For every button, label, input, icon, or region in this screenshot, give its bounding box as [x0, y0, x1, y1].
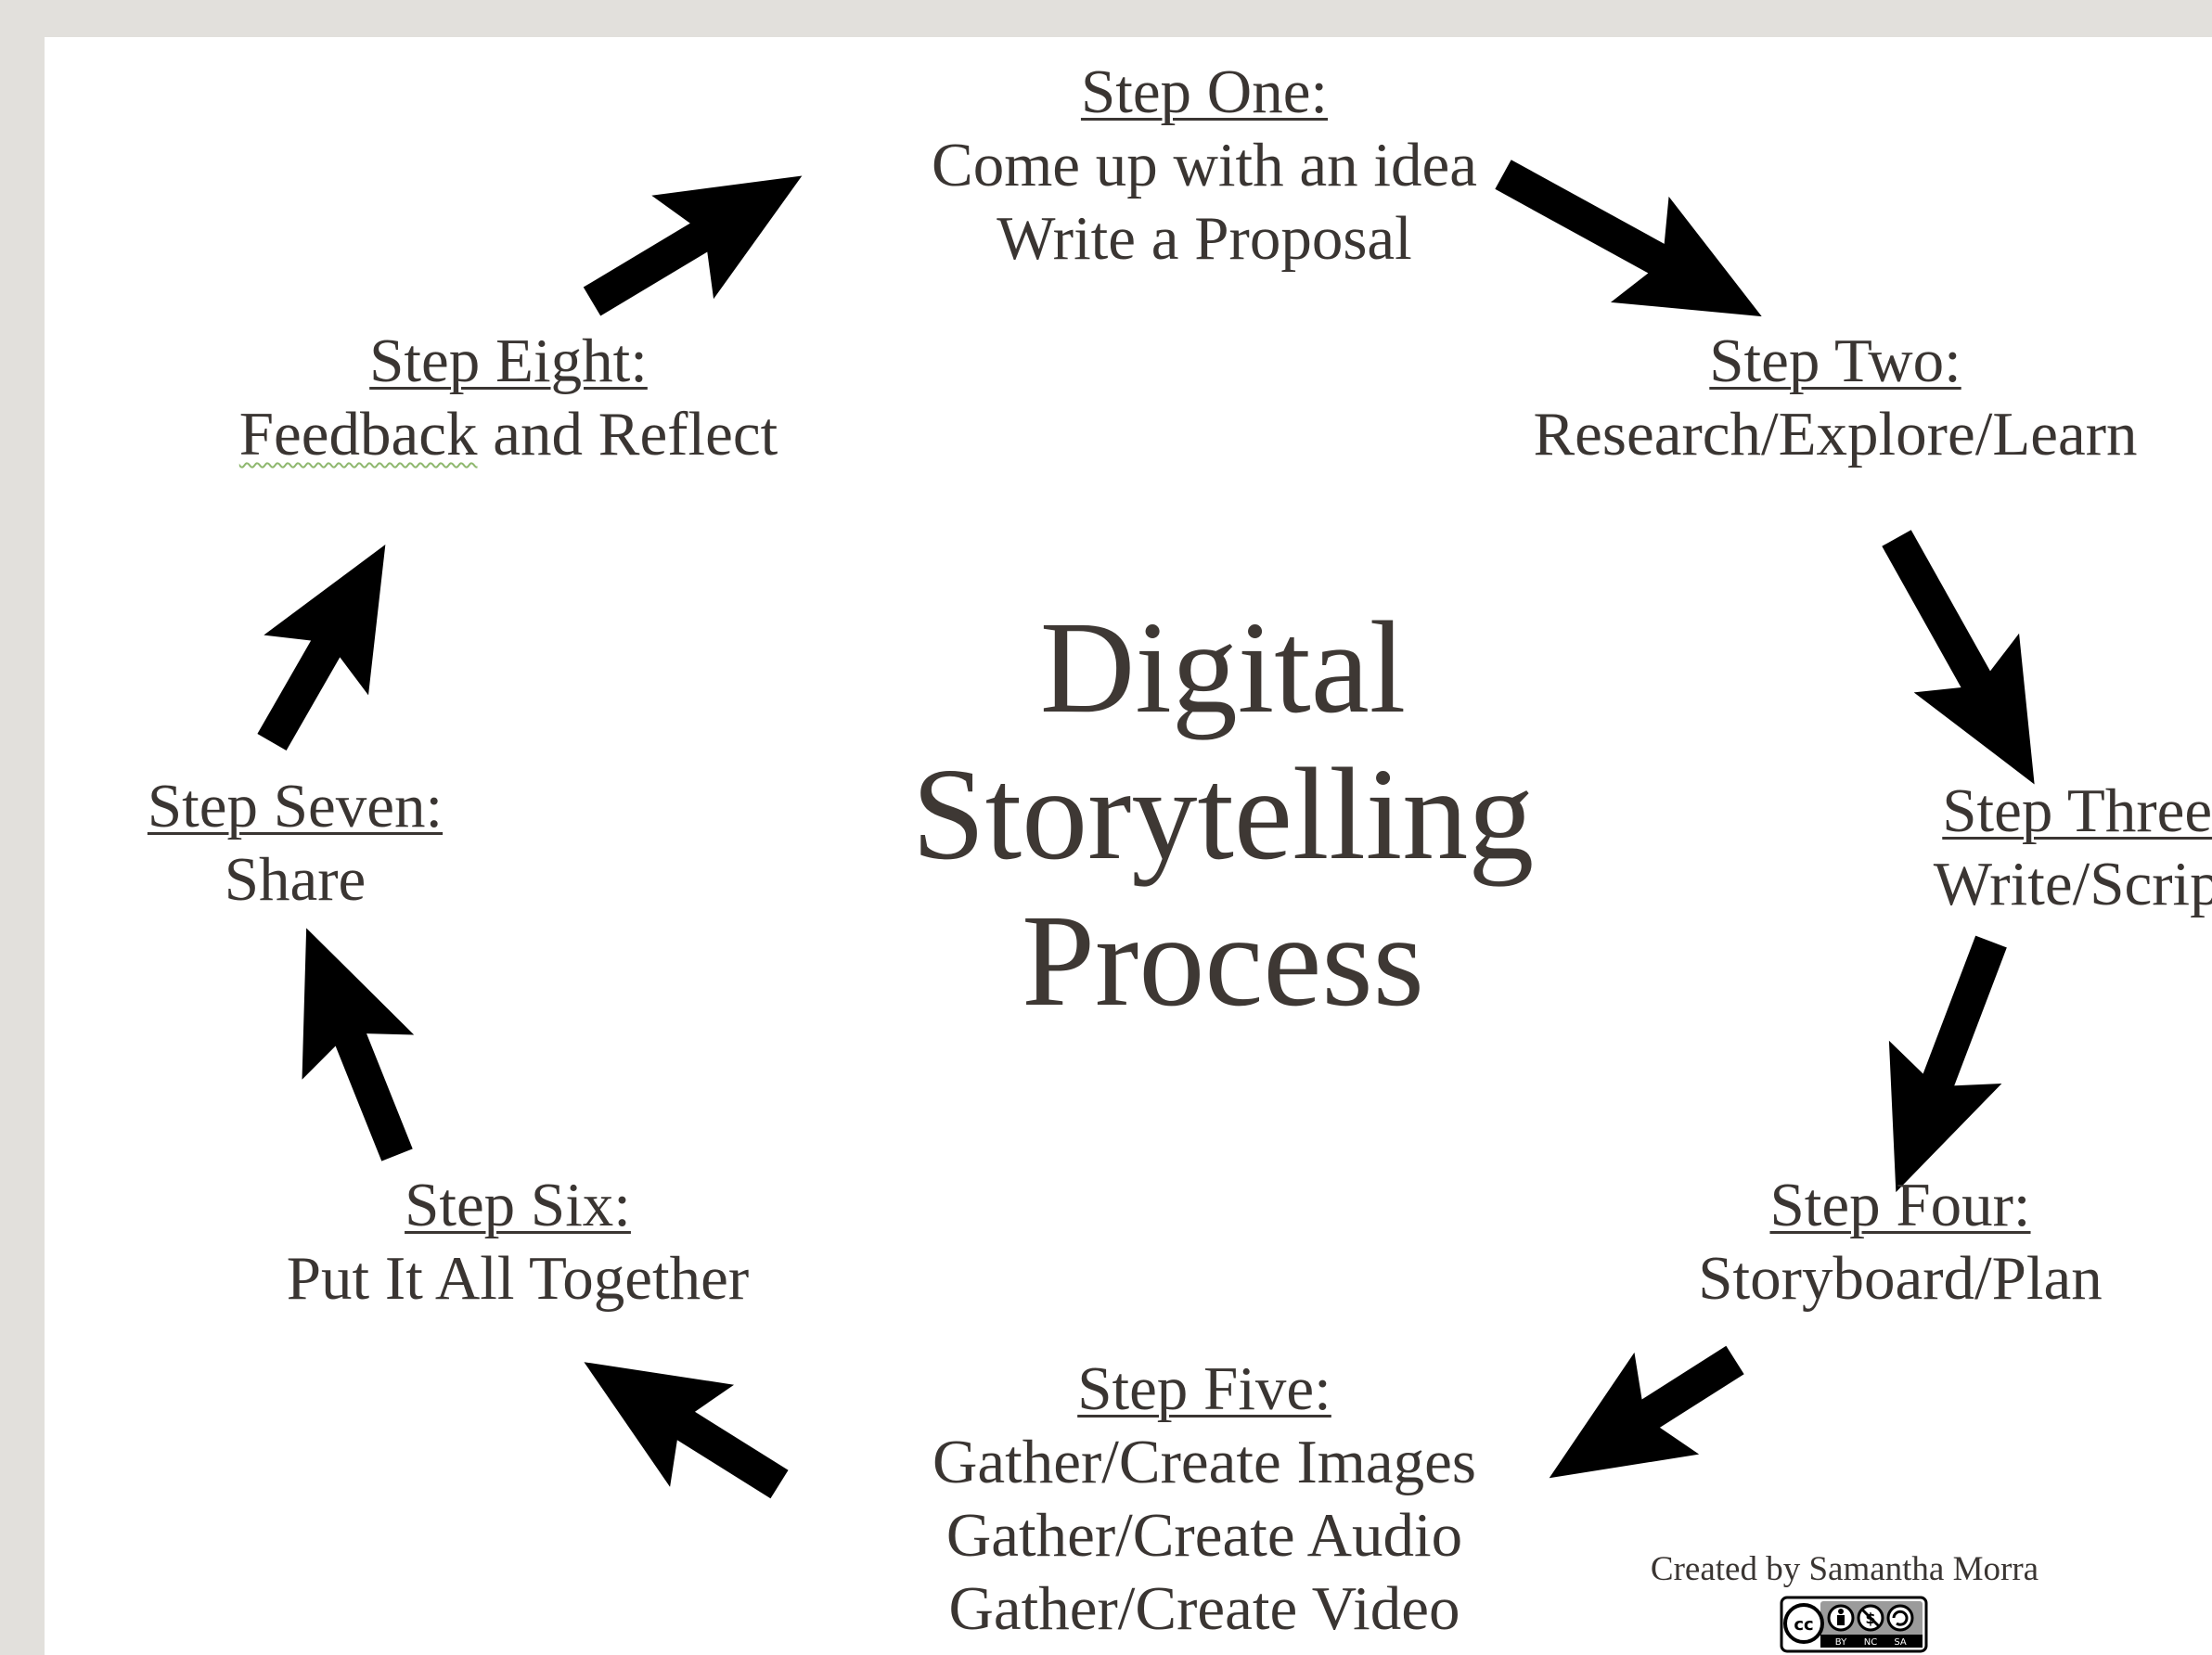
diagram-slide: Digital Storytelling Process Step One: C… [45, 37, 2212, 1655]
cc-label-by: BY [1835, 1637, 1847, 1648]
step-four: Step Four: Storyboard/Plan [1613, 1169, 2188, 1315]
cc-label-nc: NC [1864, 1637, 1877, 1648]
step-seven-line-1: Share [224, 845, 367, 914]
step-two-line-1: Research/Explore/Learn [1533, 400, 2138, 468]
step-five-line-1: Gather/Create Images [932, 1428, 1476, 1496]
credit-text: Created by Samantha Morra [1650, 1550, 2039, 1588]
step-six-heading: Step Six: [405, 1171, 631, 1239]
arrow-four-to-five-icon [1549, 1345, 1744, 1479]
arrow-six-to-seven-icon [302, 928, 415, 1161]
step-five-line-3: Gather/Create Video [948, 1574, 1460, 1643]
step-one-line-2: Write a Proposal [997, 204, 1412, 273]
arrow-eight-to-one-icon [583, 175, 803, 316]
step-eight-heading: Step Eight: [369, 327, 648, 395]
arrow-seven-to-eight-icon [257, 544, 386, 751]
title-line-2: Storytelling [911, 740, 1535, 887]
step-five-heading: Step Five: [1077, 1354, 1331, 1423]
step-two-heading: Step Two: [1709, 327, 1961, 395]
step-six-line-1: Put It All Together [286, 1244, 750, 1313]
step-four-line-1: Storyboard/Plan [1698, 1244, 2103, 1313]
step-seven: Step Seven: Share [82, 770, 508, 917]
step-eight-line-1: Feedback and Reflect [238, 400, 778, 468]
step-five-line-2: Gather/Create Audio [945, 1501, 1463, 1570]
arrow-one-to-two-icon [1495, 160, 1762, 317]
step-one: Step One: Come up with an idea Write a P… [824, 56, 1585, 276]
step-eight: Step Eight: Feedback and Reflect [156, 325, 861, 471]
step-one-heading: Step One: [1080, 58, 1329, 126]
svg-text:cc: cc [1794, 1615, 1813, 1635]
arrow-three-to-four-icon [1888, 935, 2007, 1193]
step-six: Step Six: Put It All Together [193, 1169, 842, 1315]
cycle-arrows [257, 160, 2035, 1499]
cc-by-nc-sa-icon: cc $ BY NC SA [1780, 1596, 1928, 1653]
arrow-two-to-three-icon [1882, 530, 2035, 785]
step-three-line-1: Write/Script [1933, 850, 2212, 918]
arrow-five-to-six-icon [584, 1362, 789, 1499]
spellcheck-underlined-word: Feedback [238, 400, 478, 468]
step-one-line-1: Come up with an idea [932, 131, 1477, 199]
step-seven-heading: Step Seven: [147, 772, 444, 840]
diagram-title: Digital Storytelling Process [638, 594, 1807, 1033]
step-four-heading: Step Four: [1769, 1171, 2031, 1239]
step-two: Step Two: Research/Explore/Learn [1492, 325, 2179, 471]
title-line-1: Digital [1039, 594, 1407, 740]
cc-label-sa: SA [1894, 1637, 1907, 1648]
step-five: Step Five: Gather/Create Images Gather/C… [805, 1353, 1603, 1646]
step-three-heading: Step Three: [1942, 776, 2212, 845]
title-line-3: Process [1022, 887, 1424, 1033]
step-three: Step Three: Write/Script [1882, 775, 2212, 921]
